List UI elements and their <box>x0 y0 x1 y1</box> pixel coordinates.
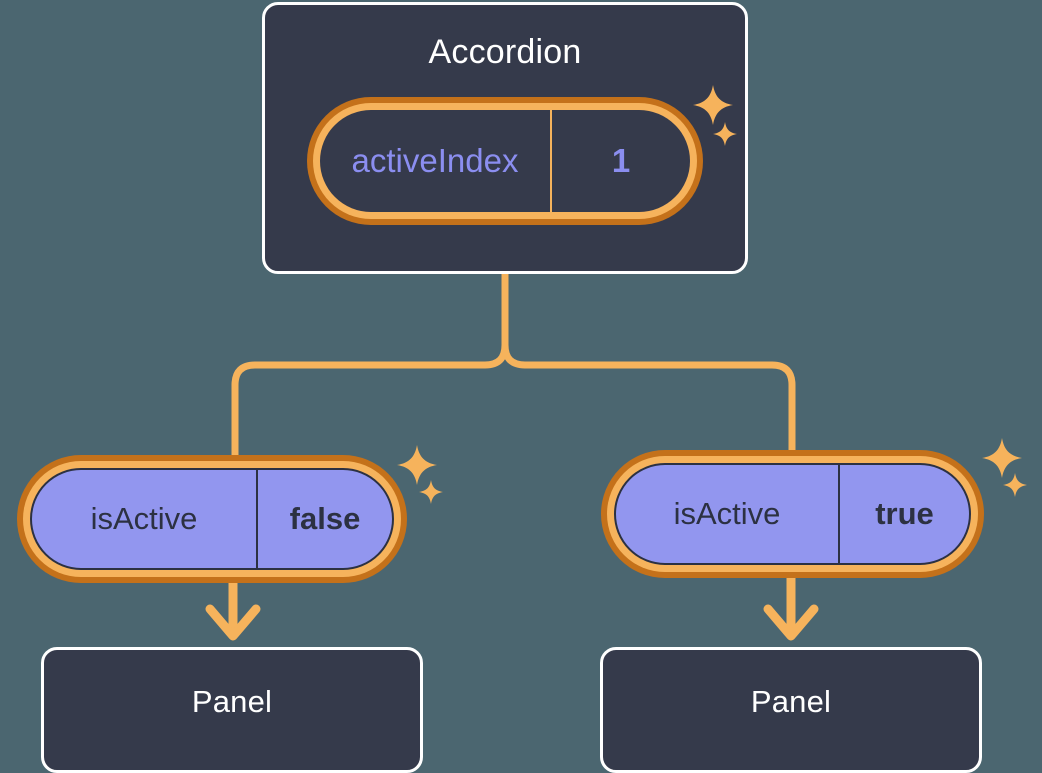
component-card-panel-right[interactable]: Panel <box>600 647 982 773</box>
prop-pill-body-right: isActive true <box>614 463 971 565</box>
prop-pill-isactive-right[interactable]: isActive true <box>601 450 984 578</box>
component-label-panel-left: Panel <box>191 684 273 719</box>
state-pill-activeindex[interactable]: activeIndex 1 <box>307 97 703 225</box>
state-pill-value: 1 <box>611 142 631 179</box>
arrow-down-icon-right <box>763 604 819 641</box>
component-label-panel-right: Panel <box>750 684 832 719</box>
state-pill-key: activeIndex <box>320 110 552 212</box>
connector-root-to-left <box>231 270 509 459</box>
prop-pill-isactive-left[interactable]: isActive false <box>17 455 407 583</box>
prop-pill-value-right: true <box>875 496 934 531</box>
sparkle-four-point-icon <box>981 437 1023 479</box>
prop-pill-value-left: false <box>289 501 361 536</box>
state-pill-body: activeIndex 1 <box>320 110 690 212</box>
prop-pill-key-left: isActive <box>32 470 258 568</box>
arrow-down-icon-left <box>205 604 261 641</box>
sparkle-four-point-small-icon <box>418 479 444 505</box>
prop-pill-body-left: isActive false <box>30 468 394 570</box>
prop-pill-key-right: isActive <box>616 465 840 563</box>
component-card-panel-left[interactable]: Panel <box>41 647 423 773</box>
connector-root-to-right <box>501 270 796 456</box>
state-pill-ring: activeIndex 1 <box>313 103 697 219</box>
prop-pill-ring-left: isActive false <box>23 461 401 577</box>
page-title: Accordion <box>428 33 582 71</box>
sparkle-four-point-small-icon <box>1002 472 1028 498</box>
prop-pill-ring-right: isActive true <box>607 456 978 572</box>
sparkle-four-point-icon <box>396 444 438 486</box>
